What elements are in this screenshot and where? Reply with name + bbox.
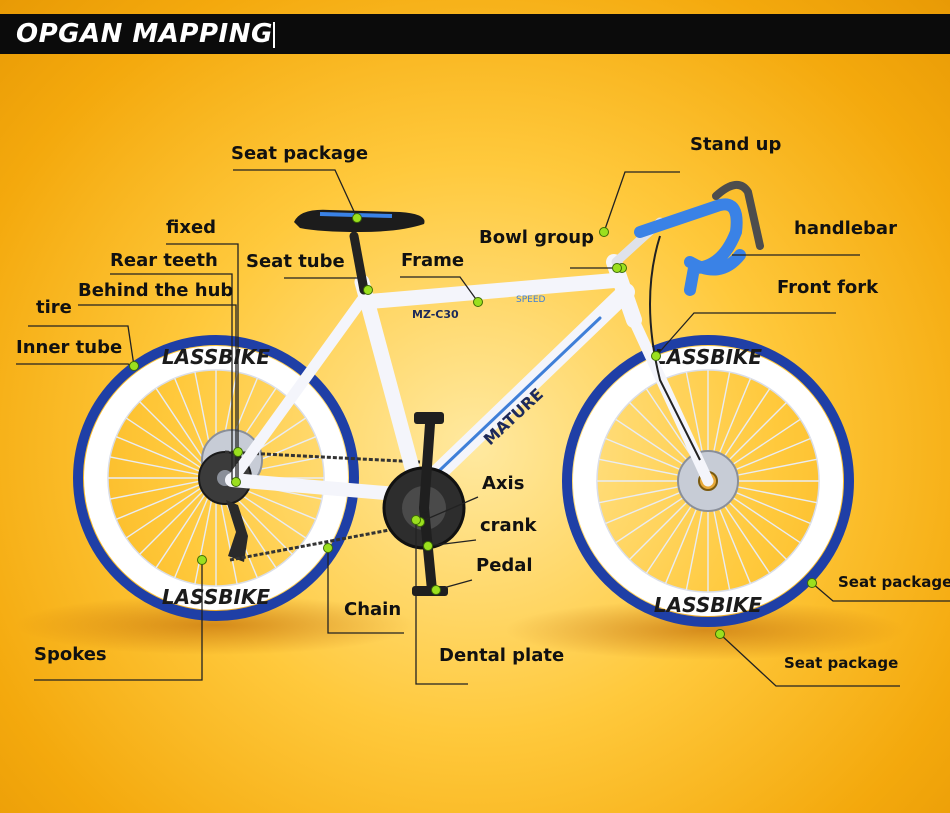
label-inner-tube: Inner tube <box>16 337 123 358</box>
callout-marker <box>411 515 421 525</box>
label-spokes: Spokes <box>34 644 107 665</box>
callout-marker <box>352 213 362 223</box>
label-axis: Axis <box>482 473 525 494</box>
front-tire <box>562 335 854 627</box>
leader-rear-teeth <box>110 273 233 480</box>
header-bar <box>0 14 950 54</box>
callout-marker <box>612 263 622 273</box>
seat-tube <box>354 274 426 498</box>
callout-marker <box>197 555 207 565</box>
markers <box>129 213 817 639</box>
front-wheel: LASSBIKE LASSBIKE <box>562 335 854 627</box>
rear-spoke <box>115 481 208 520</box>
rear-tire-text-bottom: LASSBIKE <box>162 585 271 609</box>
callout-marker <box>715 629 725 639</box>
leader-chain <box>327 548 404 634</box>
ground-shadow-rear <box>15 595 415 655</box>
label-seat-tube: Seat tube <box>246 251 345 272</box>
callout-marker <box>599 227 609 237</box>
leader-dental-plate <box>415 520 468 685</box>
rear-spoke <box>125 417 209 474</box>
brake-lever <box>712 181 764 250</box>
leader-behind-the-hub <box>78 304 237 480</box>
frame-badge-decal: SPEED <box>516 295 546 305</box>
rear-tire-text-top: LASSBIKE <box>162 345 271 369</box>
down-tube-accent <box>438 316 602 472</box>
callout-marker <box>423 541 433 551</box>
leader-fixed <box>166 243 239 480</box>
label-dental-plate: Dental plate <box>439 645 565 666</box>
leader-spokes <box>34 560 203 681</box>
callout-marker <box>363 285 373 295</box>
callout-marker <box>323 543 333 553</box>
pedal-top <box>414 412 444 424</box>
label-seat-package-right-1: Seat package <box>838 573 950 591</box>
rear-spoke <box>115 436 208 475</box>
label-frame: Frame <box>401 250 465 271</box>
rear-spoke <box>109 479 207 500</box>
callout-marker <box>473 297 483 307</box>
leader-seat-package-right-2 <box>719 633 900 687</box>
header-divider <box>273 22 275 48</box>
callout-marker <box>233 447 243 457</box>
leader-pedal <box>435 579 473 591</box>
rear-spoke <box>139 401 210 472</box>
label-seat-package-right-2: Seat package <box>784 654 899 672</box>
label-tire: tire <box>36 297 72 318</box>
header-title: OPGAN MAPPING <box>16 19 273 49</box>
leader-seat-package-right-1 <box>811 582 950 602</box>
rear-spoke <box>174 486 213 579</box>
leader-axis <box>419 496 479 523</box>
frame-model-decal: MZ-C30 <box>412 308 459 321</box>
seat-post <box>349 231 369 295</box>
label-fixed: fixed <box>166 217 217 238</box>
label-chain: Chain <box>344 599 402 620</box>
seat-stay <box>226 294 368 486</box>
callout-marker <box>129 361 139 371</box>
rear-spoke <box>139 484 210 555</box>
leader-stand-up <box>603 171 680 233</box>
label-seat-package-top: Seat package <box>231 143 369 164</box>
leader-tire <box>28 325 135 367</box>
crank-arm-top <box>419 419 435 513</box>
brake-cable <box>649 235 701 461</box>
handlebar-tape <box>634 198 746 296</box>
label-crank: crank <box>480 515 537 536</box>
front-rim <box>573 346 843 616</box>
callout-marker <box>431 585 441 595</box>
leader-seat-package-top <box>233 169 358 219</box>
front-tire-text-top: LASSBIKE <box>654 345 763 369</box>
ground-shadow-front <box>505 600 905 660</box>
leader-inner-tube <box>16 363 135 367</box>
rear-tire <box>73 335 359 621</box>
rear-spoke <box>109 456 207 477</box>
callout-marker <box>231 477 241 487</box>
callout-marker <box>651 351 661 361</box>
rear-spoke <box>125 482 209 539</box>
label-rear-teeth: Rear teeth <box>110 250 218 271</box>
leader-frame <box>400 276 479 303</box>
front-tire-text-bottom: LASSBIKE <box>654 593 763 617</box>
label-behind-the-hub: Behind the hub <box>78 280 234 301</box>
label-stand-up: Stand up <box>690 134 782 155</box>
rear-spoke <box>194 487 215 585</box>
rear-derailleur <box>226 500 248 562</box>
label-bowl-group: Bowl group <box>479 227 594 248</box>
leader-crank <box>427 539 477 547</box>
label-handlebar: handlebar <box>794 218 897 239</box>
rear-rim <box>84 346 348 610</box>
rear-spoke <box>155 485 212 569</box>
top-tube <box>356 272 628 310</box>
frame <box>225 254 714 503</box>
leader-front-fork <box>655 312 836 357</box>
label-pedal: Pedal <box>476 555 533 576</box>
label-front-fork: Front fork <box>777 277 879 298</box>
callout-marker <box>807 578 817 588</box>
